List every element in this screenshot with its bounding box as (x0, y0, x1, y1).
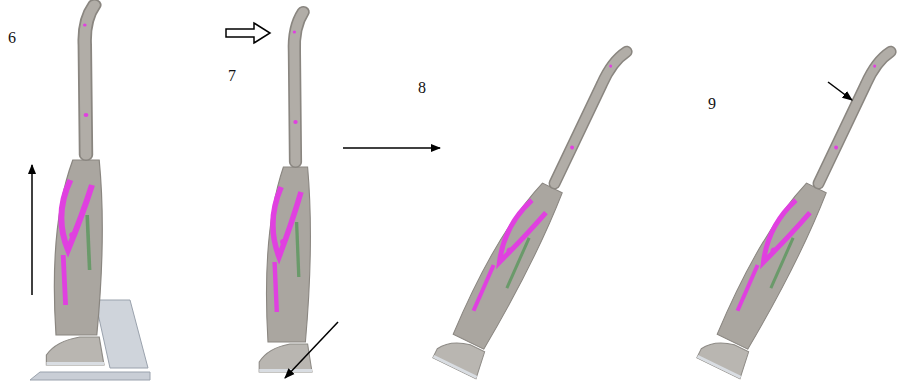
arrow (828, 82, 852, 100)
hollow-arrow (226, 23, 270, 43)
vacuum-figure (433, 34, 634, 379)
callout-number: 9 (708, 96, 716, 112)
callout-number: 7 (228, 68, 236, 84)
callout-number: 6 (8, 30, 16, 46)
callout-number: 8 (418, 80, 426, 96)
arrow (31, 165, 33, 295)
vacuum-figure (259, 12, 312, 372)
vacuum-figure (697, 34, 897, 379)
arrow (285, 322, 338, 378)
charging-stand (30, 372, 150, 380)
arrow (343, 147, 440, 149)
vacuum-figure (46, 5, 104, 365)
